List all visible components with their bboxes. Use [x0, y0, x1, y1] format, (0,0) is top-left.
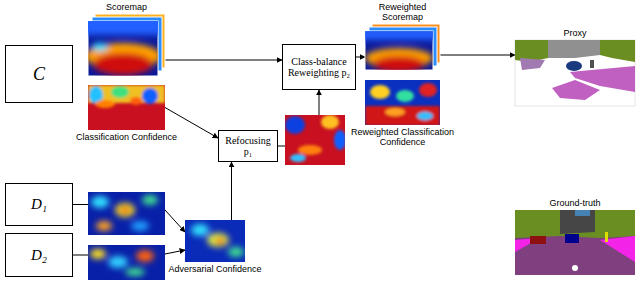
heat-blob	[108, 256, 128, 268]
caption-group: Reweighted Classification Confidence	[347, 127, 459, 147]
image-panel: Adversarial Confidence	[185, 220, 245, 262]
heatmap-image	[88, 245, 165, 280]
heatmap-image	[185, 220, 245, 262]
confidence-image	[88, 85, 165, 130]
segment-ego	[572, 265, 578, 271]
image-panel: Proxy	[515, 40, 635, 106]
flow-arrow	[165, 60, 282, 61]
heat-blob	[111, 86, 129, 98]
heat-blob	[370, 85, 390, 99]
heat-blob	[125, 268, 145, 276]
heat-blob	[136, 250, 154, 262]
segment-vegetation	[600, 40, 635, 62]
caption-group: Scoremap	[82, 2, 172, 12]
heat-blob	[396, 90, 414, 102]
caption-group: Adversarial Confidence	[159, 264, 271, 274]
heat-blob	[373, 56, 425, 70]
image-panel: Classification Confidence	[88, 85, 165, 130]
segment-building	[548, 40, 600, 58]
box-label: C	[33, 64, 45, 84]
refocused-image	[285, 115, 345, 165]
heat-blob	[90, 249, 106, 259]
segment-car	[530, 236, 546, 244]
process-box: D₂	[5, 233, 73, 277]
image-caption: Proxy	[525, 28, 625, 38]
image-caption: Ground-truth	[525, 198, 625, 208]
heat-blob	[131, 221, 149, 231]
caption-group: Reweighted Scoremap	[373, 2, 433, 22]
image-panel: Reweighted Scoremap	[365, 24, 440, 70]
box-label: Refocusing p₁	[222, 135, 274, 157]
box-label: D₁	[31, 196, 47, 213]
segment-car	[565, 234, 579, 243]
caption-group: Proxy	[525, 28, 625, 38]
image-caption: Scoremap	[82, 2, 172, 12]
ground-truth-image	[515, 210, 635, 275]
flow-arrow	[356, 57, 365, 58]
image-caption: Reweighted Scoremap	[373, 2, 433, 22]
heat-blob	[191, 224, 209, 236]
heat-blob	[417, 112, 433, 120]
heat-blob	[120, 207, 130, 213]
heat-blob	[95, 100, 115, 108]
heat-blob	[215, 238, 225, 244]
heat-blob	[88, 21, 158, 35]
image-caption: Classification Confidence	[65, 132, 189, 142]
segment-sky	[575, 210, 590, 216]
flow-arrow	[440, 55, 515, 56]
segment-sidewalk	[552, 80, 600, 100]
image-caption: Adversarial Confidence	[159, 264, 271, 274]
segment-sign	[605, 232, 608, 242]
image-caption: Reweighted Classification Confidence	[347, 127, 459, 147]
heat-blob	[321, 115, 339, 129]
heat-blob	[419, 83, 437, 97]
process-box: D₁	[5, 183, 73, 226]
heat-blob	[207, 233, 229, 247]
heat-blob	[365, 31, 433, 40]
heatmap-image	[88, 192, 165, 235]
heat-blob	[285, 116, 305, 134]
caption-group: Classification Confidence	[65, 132, 189, 142]
proxy-image	[515, 40, 635, 106]
heat-blob	[93, 53, 153, 75]
segment-pole	[590, 60, 594, 68]
segment-vegetation	[515, 210, 635, 238]
process-box: Class-balance Reweighting p₂	[282, 44, 356, 90]
heat-blob	[91, 196, 109, 208]
heat-blob	[385, 108, 405, 116]
heat-blob	[88, 85, 165, 103]
confidence-image	[365, 80, 440, 125]
heat-blob	[334, 130, 345, 150]
segment-car	[566, 61, 582, 71]
heat-blob	[290, 154, 306, 162]
box-label: Class-balance Reweighting p₂	[286, 56, 352, 78]
heat-blob	[115, 203, 135, 217]
heat-blob	[298, 145, 322, 155]
segment-building	[560, 210, 595, 234]
flow-arrow	[231, 162, 232, 220]
box-label: D₂	[31, 247, 47, 264]
heat-blob	[92, 43, 108, 51]
heat-blob	[142, 195, 158, 205]
image-panel: Reweighted Classification Confidence	[365, 80, 440, 125]
heat-blob	[142, 88, 158, 104]
image-panel: Scoremap	[88, 14, 165, 76]
segment-vegetation	[515, 40, 548, 62]
image-panel: Ground-truth	[515, 210, 635, 275]
heat-blob	[130, 97, 142, 105]
heat-blob	[228, 247, 244, 257]
heat-blob	[365, 106, 440, 125]
process-box: C	[5, 45, 73, 103]
heat-blob	[96, 221, 112, 231]
process-box: Refocusing p₁	[218, 130, 278, 162]
caption-group: Ground-truth	[525, 198, 625, 208]
segment-region	[520, 58, 545, 70]
